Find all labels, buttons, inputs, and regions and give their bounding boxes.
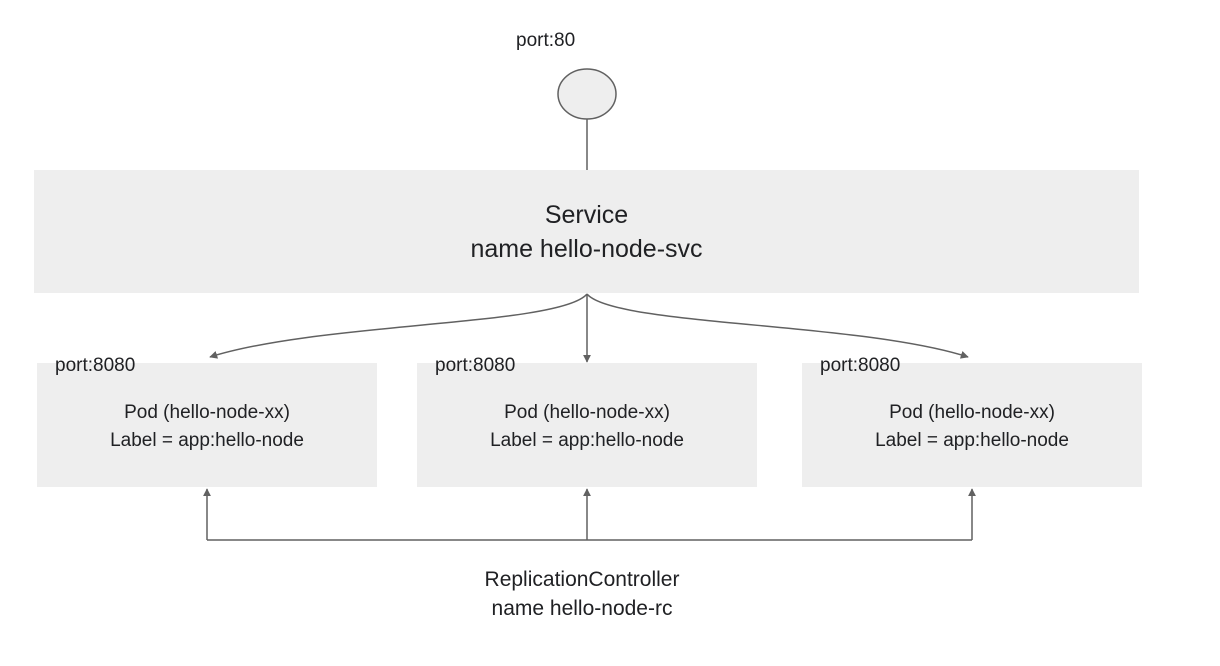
pod-box-2: port:8080 Pod (hello-node-xx) Label = ap…: [417, 355, 757, 487]
pod-port-label: port:8080: [55, 355, 136, 376]
pod-label: Label = app:hello-node: [490, 430, 684, 451]
service-to-pod-3-arrow: [586, 293, 969, 359]
service-box: Service name hello-node-svc: [34, 170, 1139, 293]
pod-box-3: port:8080 Pod (hello-node-xx) Label = ap…: [802, 355, 1142, 487]
pod-port-label: port:8080: [435, 355, 516, 376]
pod-port-label: port:8080: [820, 355, 901, 376]
service-port-label: port:80: [516, 30, 576, 51]
pod-label: Label = app:hello-node: [875, 430, 1069, 451]
replication-controller-label: ReplicationController name hello-node-rc: [382, 565, 782, 623]
pod-title: Pod (hello-node-xx): [504, 402, 670, 423]
pod-title: Pod (hello-node-xx): [889, 402, 1055, 423]
pod-box-1: port:8080 Pod (hello-node-xx) Label = ap…: [37, 355, 377, 487]
pod-label: Label = app:hello-node: [110, 430, 304, 451]
service-port-endpoint: [557, 68, 617, 120]
rc-title: ReplicationController: [484, 568, 680, 591]
service-to-pod-1-arrow: [209, 293, 588, 359]
service-name: name hello-node-svc: [470, 234, 703, 263]
rc-name: name hello-node-rc: [491, 597, 673, 620]
service-title: Service: [544, 200, 629, 229]
pod-title: Pod (hello-node-xx): [124, 402, 290, 423]
